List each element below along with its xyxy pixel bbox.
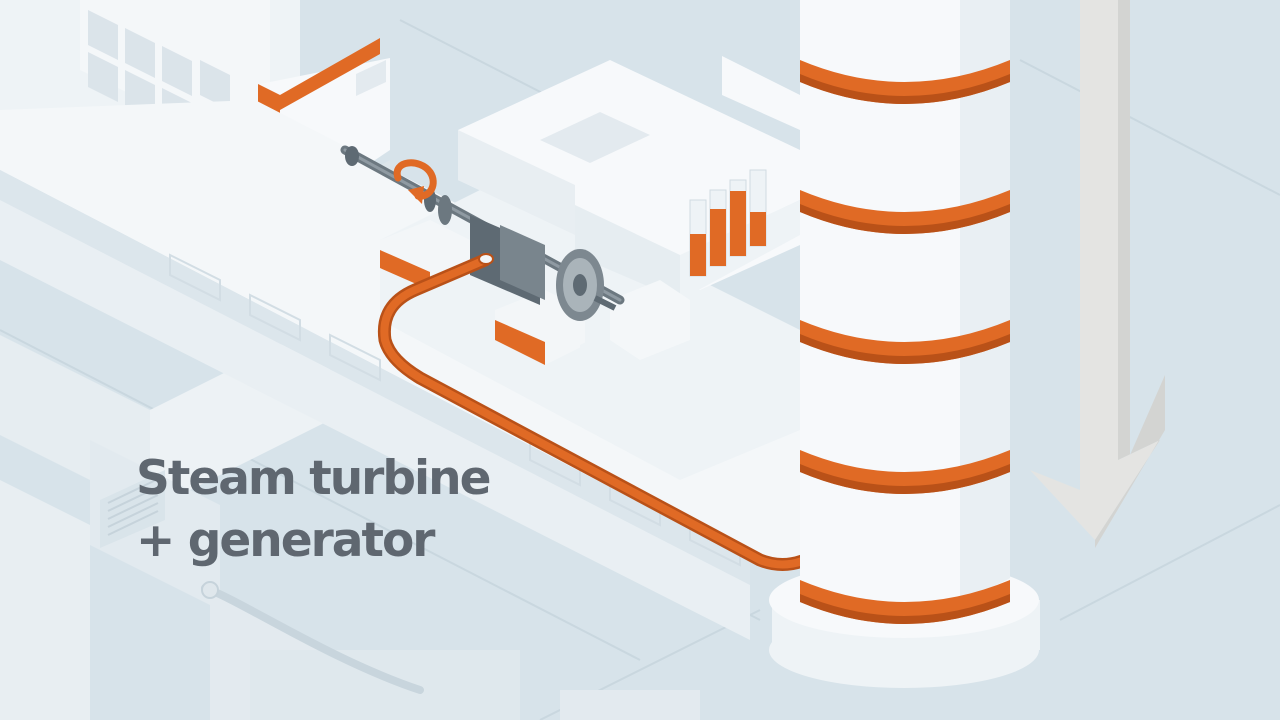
down-arrow-icon (1030, 0, 1165, 548)
caption-line-1: Steam turbine (136, 451, 491, 506)
level-bar-fill (730, 191, 746, 256)
control-building (458, 56, 800, 300)
caption-line-2: + generator (136, 513, 435, 568)
circular-arrow-icon (393, 159, 437, 204)
chimney-band-shadow (800, 464, 1010, 494)
diagram-caption: Steam turbine + generator (136, 448, 566, 572)
lower-left-structures (0, 320, 700, 720)
chimney (769, 0, 1040, 688)
turbine-pedestals (380, 220, 690, 400)
level-bar-fill (750, 212, 766, 246)
turbine-deck (0, 100, 800, 640)
level-bar-fill (710, 209, 726, 266)
chimney-band-shadow (800, 594, 1010, 624)
chimney-band-shadow (800, 204, 1010, 234)
chimney-band-shadow (800, 74, 1010, 104)
chimney-band-shadow (800, 334, 1010, 364)
turbine-rotor (340, 145, 625, 321)
level-bars (689, 169, 767, 277)
level-bar-fill (690, 234, 706, 276)
chimney-bands (800, 60, 1010, 624)
